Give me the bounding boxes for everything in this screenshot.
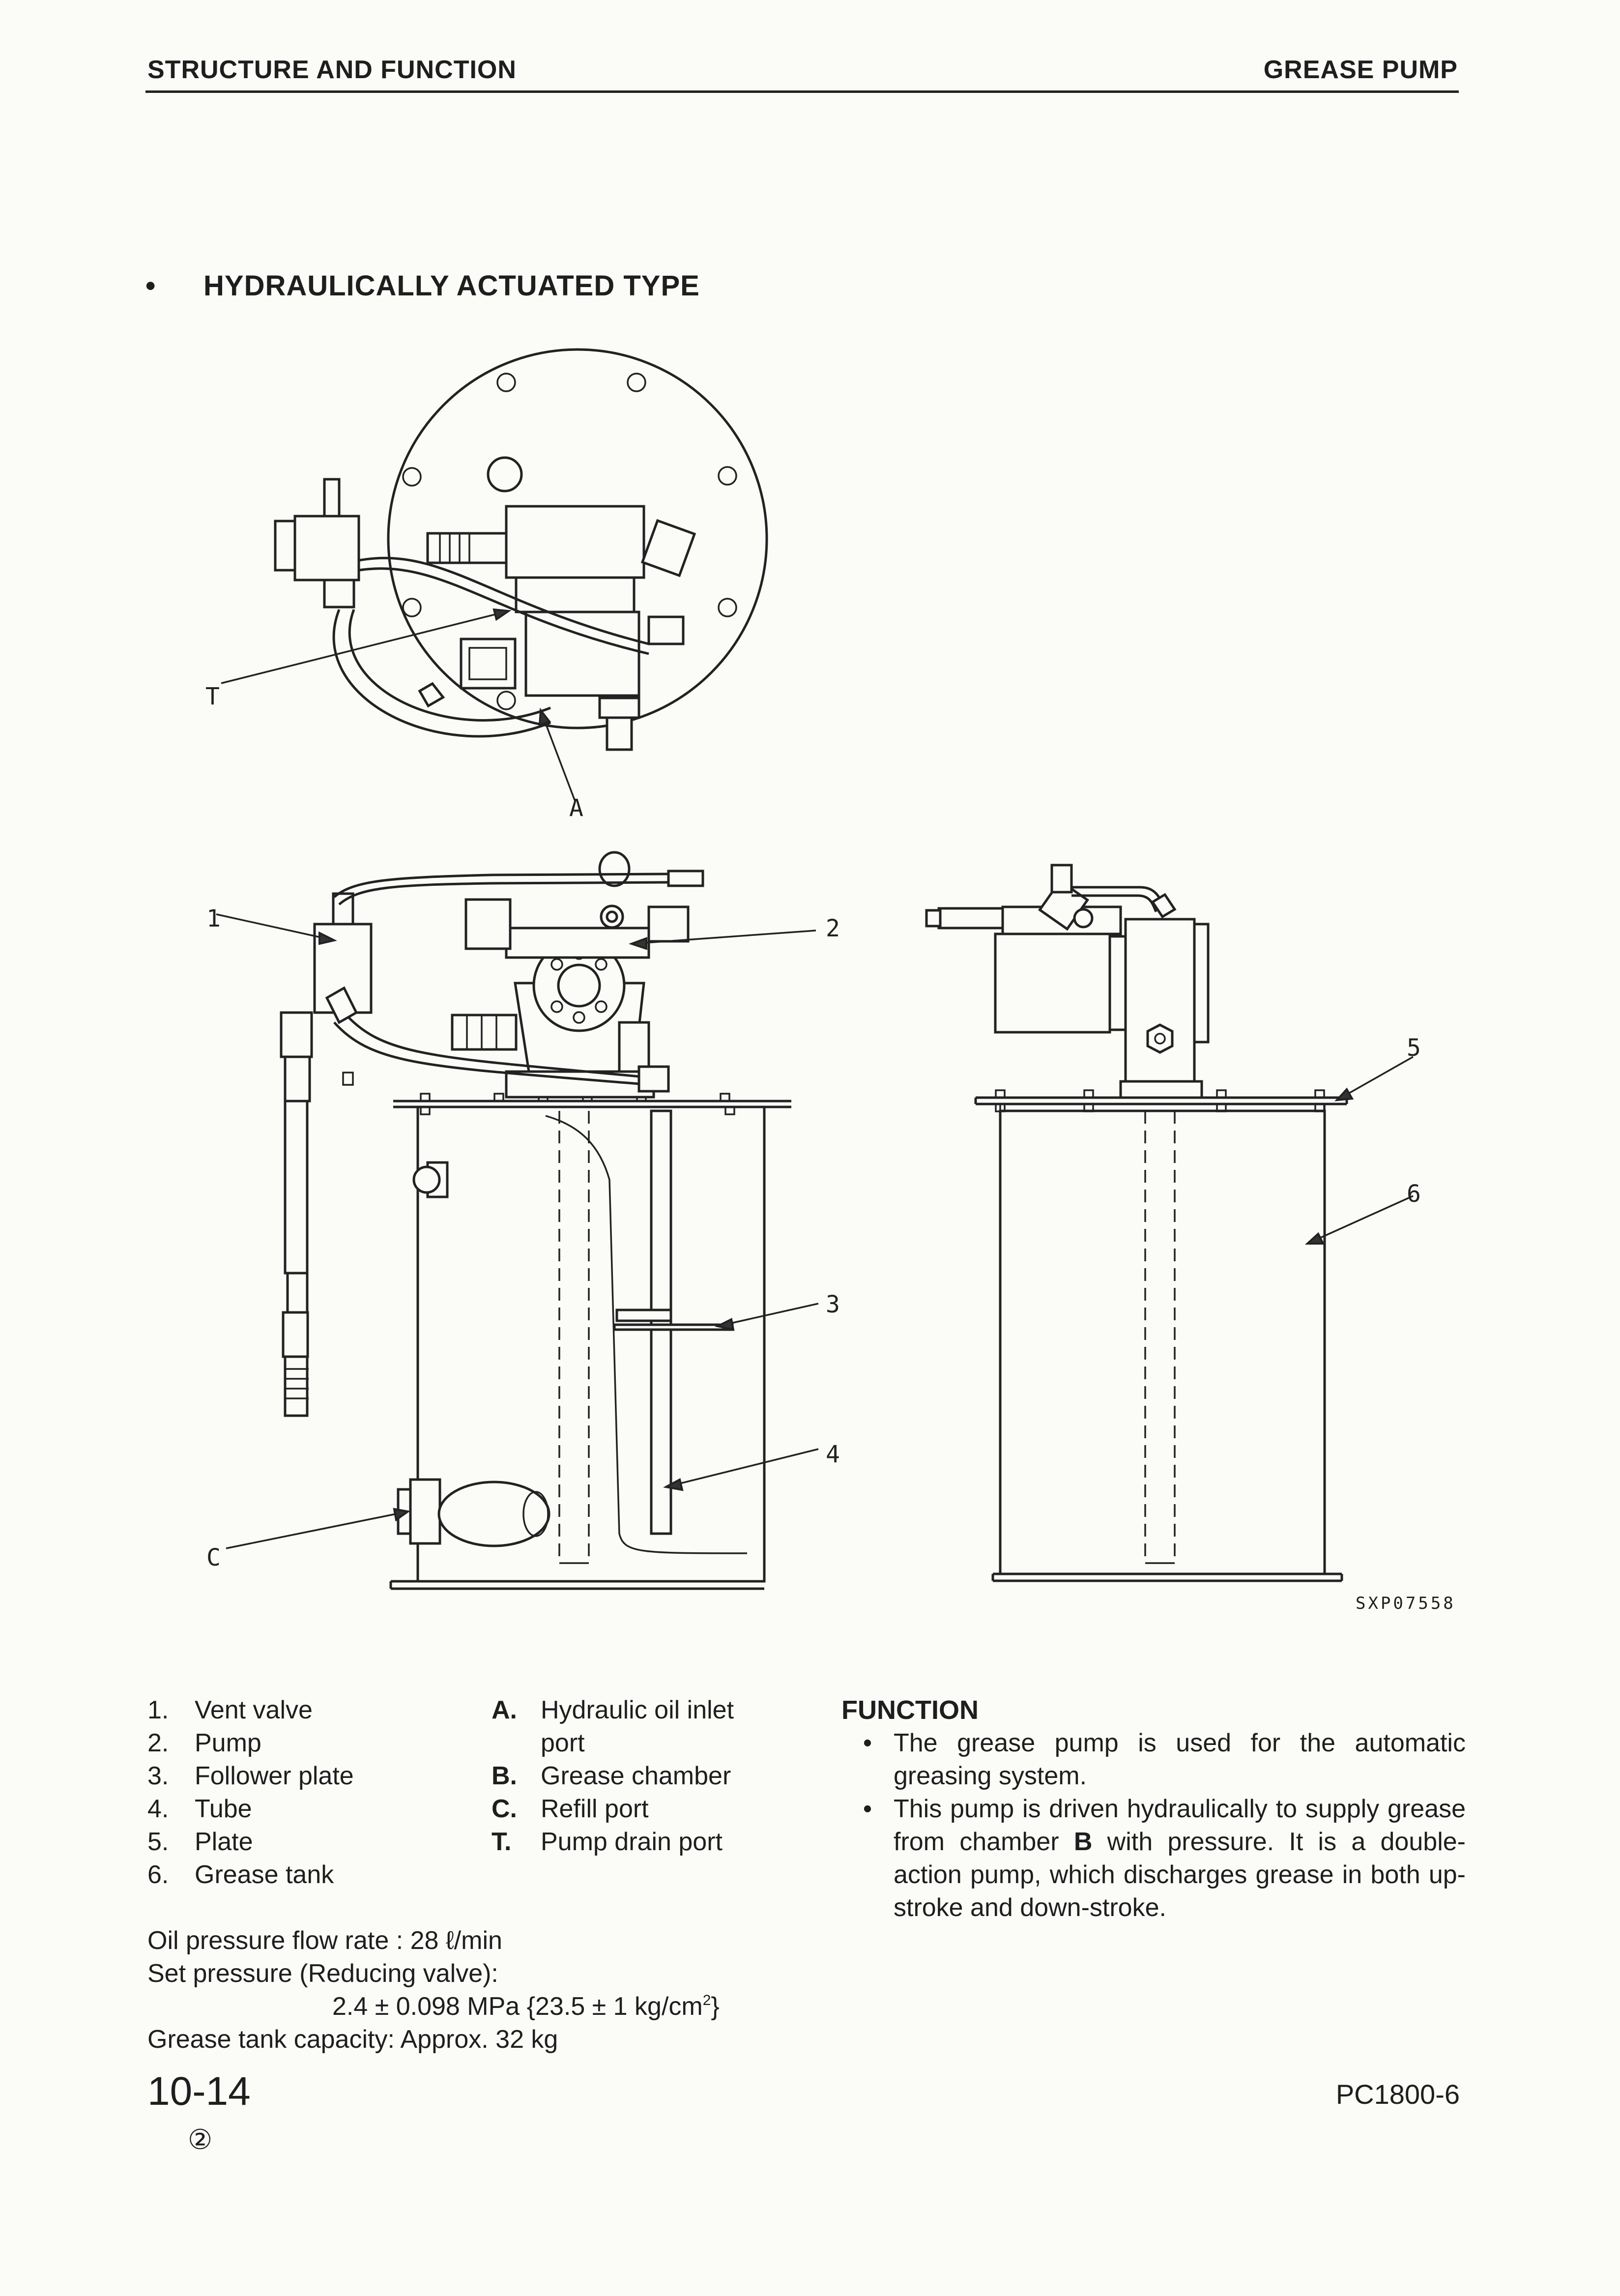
port-key: B. [492,1762,517,1790]
list-item: 6. Grease tank [147,1859,482,1891]
follower-plate-front [613,1323,734,1331]
callout-6: 6 [1407,1180,1421,1208]
list-item: 1. Vent valve [147,1694,482,1727]
specifications: Oil pressure flow rate : 28 ℓ/min Set pr… [147,1924,720,2056]
callout-2: 2 [826,915,840,942]
pump-body-side [1124,918,1196,1083]
parts-list: 1. Vent valve 2. Pump 3. Follower plate 4. T… [147,1694,482,1891]
function-item: • The grease pump is used for the automa… [841,1727,1466,1793]
list-item: B. Grease chamber [492,1760,806,1793]
part-name: Tube [195,1795,252,1823]
grease-tank-side [999,1109,1326,1575]
section-title-text: HYDRAULICALLY ACTUATED TYPE [203,270,700,302]
callout-5: 5 [1407,1034,1421,1062]
header-rule [145,90,1459,93]
port-key: C. [492,1795,517,1823]
port-name: Grease chamber [541,1762,731,1790]
part-num: 3. [147,1762,169,1790]
header-section-title: STRUCTURE AND FUNCTION [147,56,517,84]
port-name: Pump drain port [541,1828,723,1856]
model-number: PC1800-6 [1335,2079,1460,2110]
list-item: T. Pump drain port [492,1826,806,1859]
motor-side [994,932,1111,1034]
callout-1: 1 [206,905,221,932]
list-item: 2. Pump [147,1727,482,1760]
part-num: 4. [147,1795,169,1823]
spec-set-pressure-value: 2.4 ± 0.098 MPa {23.5 ± 1 kg/cm2} [332,1992,720,2021]
port-key: A. [492,1696,517,1724]
callout-3: 3 [826,1291,840,1318]
section-title: • HYDRAULICALLY ACTUATED TYPE [145,269,700,302]
grease-pump-drawing: T A [205,348,1421,1590]
part-num: 6. [147,1860,169,1889]
list-item: C. Refill port [492,1793,806,1826]
pump-body-top [505,505,645,579]
list-item: 4. Tube [147,1793,482,1826]
revision-mark: ② [188,2124,213,2155]
part-num: 2. [147,1729,169,1757]
tube-front [650,1109,672,1535]
top-view [221,348,768,802]
front-view [216,851,819,1590]
page-number: 10-14 [147,2069,251,2114]
port-name: Refill port [541,1795,649,1823]
part-name: Plate [195,1828,253,1856]
function-section: FUNCTION • The grease pump is used for t… [841,1694,1466,1924]
part-name: Pump [195,1729,261,1757]
tank-lid-circle [387,348,768,729]
function-item: • This pump is driven hydraulically to s… [841,1793,1466,1924]
spec-flow-rate: Oil pressure flow rate : 28 ℓ/min [147,1926,502,1955]
part-name: Follower plate [195,1762,354,1790]
spec-capacity: Grease tank capacity: Approx. 32 kg [147,2025,558,2054]
vent-valve-top [293,515,360,581]
part-num: 1. [147,1696,169,1724]
bullet: • [863,1795,872,1823]
part-name: Vent valve [195,1696,313,1724]
callout-A: A [569,794,583,822]
bullet: • [863,1729,872,1757]
list-item: 5. Plate [147,1826,482,1859]
callout-T: T [205,683,220,710]
part-name: Grease tank [195,1860,334,1889]
callout-C: C [206,1544,221,1571]
function-heading: FUNCTION [841,1695,979,1725]
figure-code: SXP07558 [1356,1594,1456,1613]
header-topic: GREASE PUMP [1263,56,1458,84]
callout-4: 4 [826,1441,840,1468]
port-key: T. [492,1828,512,1856]
side-view [925,864,1414,1582]
list-item: 3. Follower plate [147,1760,482,1793]
part-num: 5. [147,1828,169,1856]
spec-set-pressure-label: Set pressure (Reducing valve): [147,1959,498,1988]
section-bullet: • [145,270,156,302]
